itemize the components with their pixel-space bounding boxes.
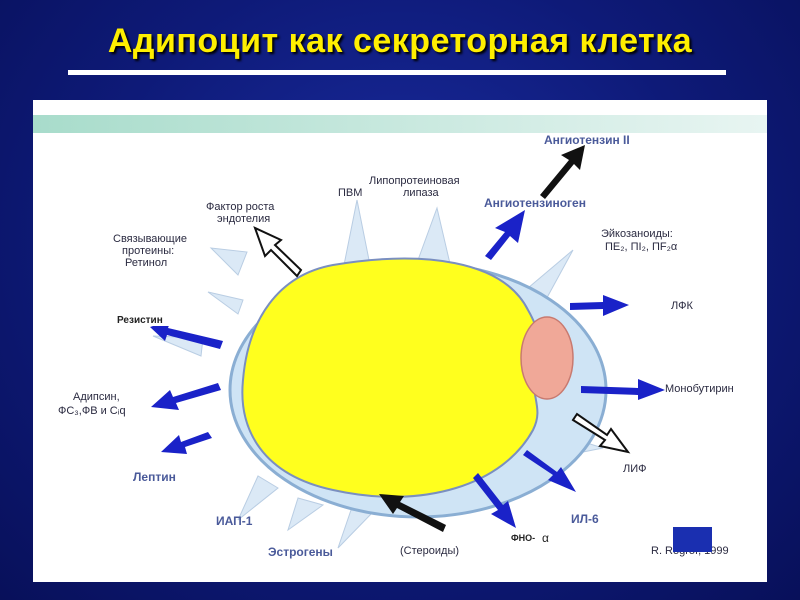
label-fno: ФНО- — [511, 533, 535, 543]
label-steroids: (Стероиды) — [400, 545, 459, 557]
label-growth-factor-2: эндотелия — [217, 213, 270, 225]
label-eicosanoids-2: ПЕ₂, ПІ₂, ПF₂α — [605, 241, 678, 253]
label-lfk: ЛФК — [671, 300, 693, 312]
label-leptin: Лептин — [133, 470, 176, 484]
label-growth-factor-1: Фактор роста — [206, 201, 275, 213]
label-adipsin-2: ФС₃,ФВ и Сᵢq — [58, 405, 126, 417]
label-pvm: ПВМ — [338, 187, 362, 199]
angiotensin2-arrow — [540, 145, 585, 199]
label-resistin: Резистин — [117, 315, 163, 326]
top-band — [33, 115, 767, 133]
title-underline — [68, 70, 726, 75]
resistin-label-bg — [113, 311, 185, 326]
label-adipsin-1: Адипсин, — [73, 391, 120, 403]
label-lipoprotein-2: липаза — [403, 187, 440, 199]
label-fno-alpha: α — [542, 531, 549, 545]
label-lipoprotein-1: Липопротеиновая — [369, 175, 460, 187]
blue-arrows — [150, 210, 665, 528]
lipid-droplet — [241, 257, 540, 498]
label-estrogens: Эстрогены — [268, 545, 333, 559]
diagram-panel: Ангиотензин II Липопротеиновая липаза ПВ… — [33, 100, 767, 582]
organelle — [520, 316, 574, 400]
label-iap1: ИАП-1 — [216, 514, 253, 528]
label-eicosanoids-1: Эйкозаноиды: — [601, 228, 673, 240]
label-binding-2: протеины: — [122, 245, 174, 257]
label-binding-3: Ретинол — [125, 257, 167, 269]
steroids-arrow — [379, 494, 446, 532]
corner-box — [673, 527, 712, 552]
growth-factor-arrow — [253, 226, 303, 278]
label-lif: ЛИФ — [623, 463, 647, 475]
label-angiotensinogen: Ангиотензиноген — [484, 196, 586, 210]
label-angiotensin2: Ангиотензин II — [544, 133, 630, 147]
label-il6: ИЛ-6 — [571, 512, 599, 526]
slide-title: Адипоцит как секреторная клетка — [107, 22, 693, 60]
lif-arrow — [571, 412, 631, 454]
adipocyte-diagram: Ангиотензин II Липопротеиновая липаза ПВ… — [33, 115, 767, 559]
label-monobutyrin: Монобутирин — [665, 383, 734, 395]
label-binding-1: Связывающие — [113, 233, 187, 245]
